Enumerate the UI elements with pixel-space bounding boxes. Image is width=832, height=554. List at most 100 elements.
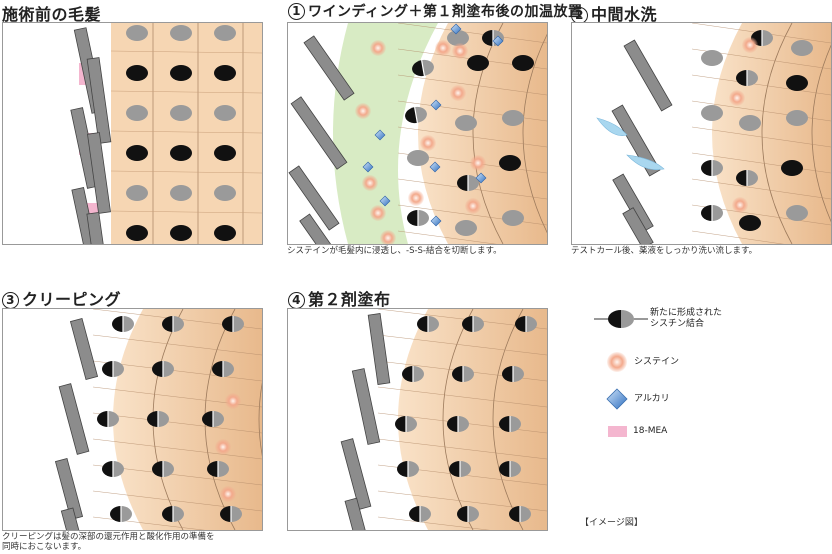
legend-bond-line2: シスチン結合 [650,319,705,329]
cysteine-dot [729,90,745,106]
bond-mark [447,30,469,46]
bond-mark [515,316,537,332]
cuticle-scale [623,39,673,112]
bond-mark [502,110,524,126]
bond-mark [110,506,132,522]
bond-mark [781,160,803,176]
fiber-line [110,210,262,214]
bond-mark [502,366,524,382]
bond-mark [170,185,192,201]
bond-mark [126,105,148,121]
cuticle-scale [54,457,84,521]
bond-mark [397,461,419,477]
bond-symbol-icon [594,310,648,328]
bond-mark [102,461,124,477]
cuticle-scale [303,35,355,101]
bond-mark [407,210,429,226]
bond-mark [162,506,184,522]
panel-illustration [340,309,547,530]
cuticle-scale [69,317,99,381]
cuticle-scale [612,173,654,233]
cuticle-scale [340,438,372,510]
cysteine-dot [450,85,466,101]
bond-mark [212,361,234,377]
bond-mark [112,316,134,332]
bond-mark [512,55,534,71]
fiber-line [92,412,262,434]
bond-mark [395,416,417,432]
cysteine-dot [215,439,231,455]
cysteine-dot [470,155,486,171]
water-drop [626,154,665,170]
cortex-line [811,44,831,223]
panel-step4 [287,308,548,531]
bond-mark [402,366,424,382]
bond-mark [162,316,184,332]
cuticle-scale [86,212,108,244]
bond-mark [214,145,236,161]
legend-alkali: アルカリ [606,388,670,410]
cuticle-scale [290,96,348,170]
bond-mark [739,115,761,131]
cuticle-scale [299,213,339,244]
cysteine-dot [465,198,481,214]
cortex-line [442,309,474,530]
bond-mark [170,225,192,241]
legend-cysteine: システイン [606,351,679,373]
cysteine-dot [732,197,748,213]
hair-cortex [111,23,262,244]
bond-mark [170,25,192,41]
fiber-line [377,516,490,530]
caption-step1: システインが毛髪内に浸透し、-S-S-結合を切断します。 [287,246,502,256]
panel-title-text: ワインディング＋第１剤塗布後の加温放置 [308,4,583,20]
bond-mark [409,506,431,522]
step-number-3: 3 [2,292,19,309]
bond-mark [447,416,469,432]
bond-mark [170,145,192,161]
bond-mark [170,65,192,81]
cysteine-icon [607,352,627,372]
cysteine-dot [370,40,386,56]
panel-illustration [70,23,262,244]
bond-mark [214,25,236,41]
cysteine-dot [380,230,396,244]
hair-cortex [113,309,262,530]
hair-cortex [418,23,547,244]
alkali-diamond [362,161,374,173]
agent-zone [333,23,438,244]
bond-mark [509,506,531,522]
bond-mark [499,416,521,432]
alkali-diamond [450,23,462,35]
bond-mark [736,170,758,186]
alkali-diamond [430,99,442,111]
fiber-line [691,74,831,96]
bond-mark [467,55,489,71]
panel-before [2,22,263,245]
bond-mark [412,59,434,77]
fiber-line [110,130,262,134]
bond-mark [751,30,773,46]
cortex-line [472,23,504,244]
alkali-diamond [492,35,504,47]
fiber-line [110,90,262,94]
cuticle-scale [87,132,111,214]
bond-mark [97,411,119,427]
bond-mark [214,65,236,81]
fiber-line [397,230,497,244]
step-number-1: 1 [288,3,305,20]
bond-mark [222,316,244,332]
cortex-line [761,23,793,244]
fiber-line [377,386,547,408]
panel-title-text: クリーピング [22,290,122,309]
fiber-line [110,170,262,174]
cortex-line [522,33,547,234]
panel-title-text: 中間水洗 [591,5,658,24]
cortex-line [258,382,262,456]
bond-mark [152,461,174,477]
bond-mark [701,105,723,121]
bond-mark [452,366,474,382]
bond-mark [736,70,758,86]
bond-mark [126,145,148,161]
